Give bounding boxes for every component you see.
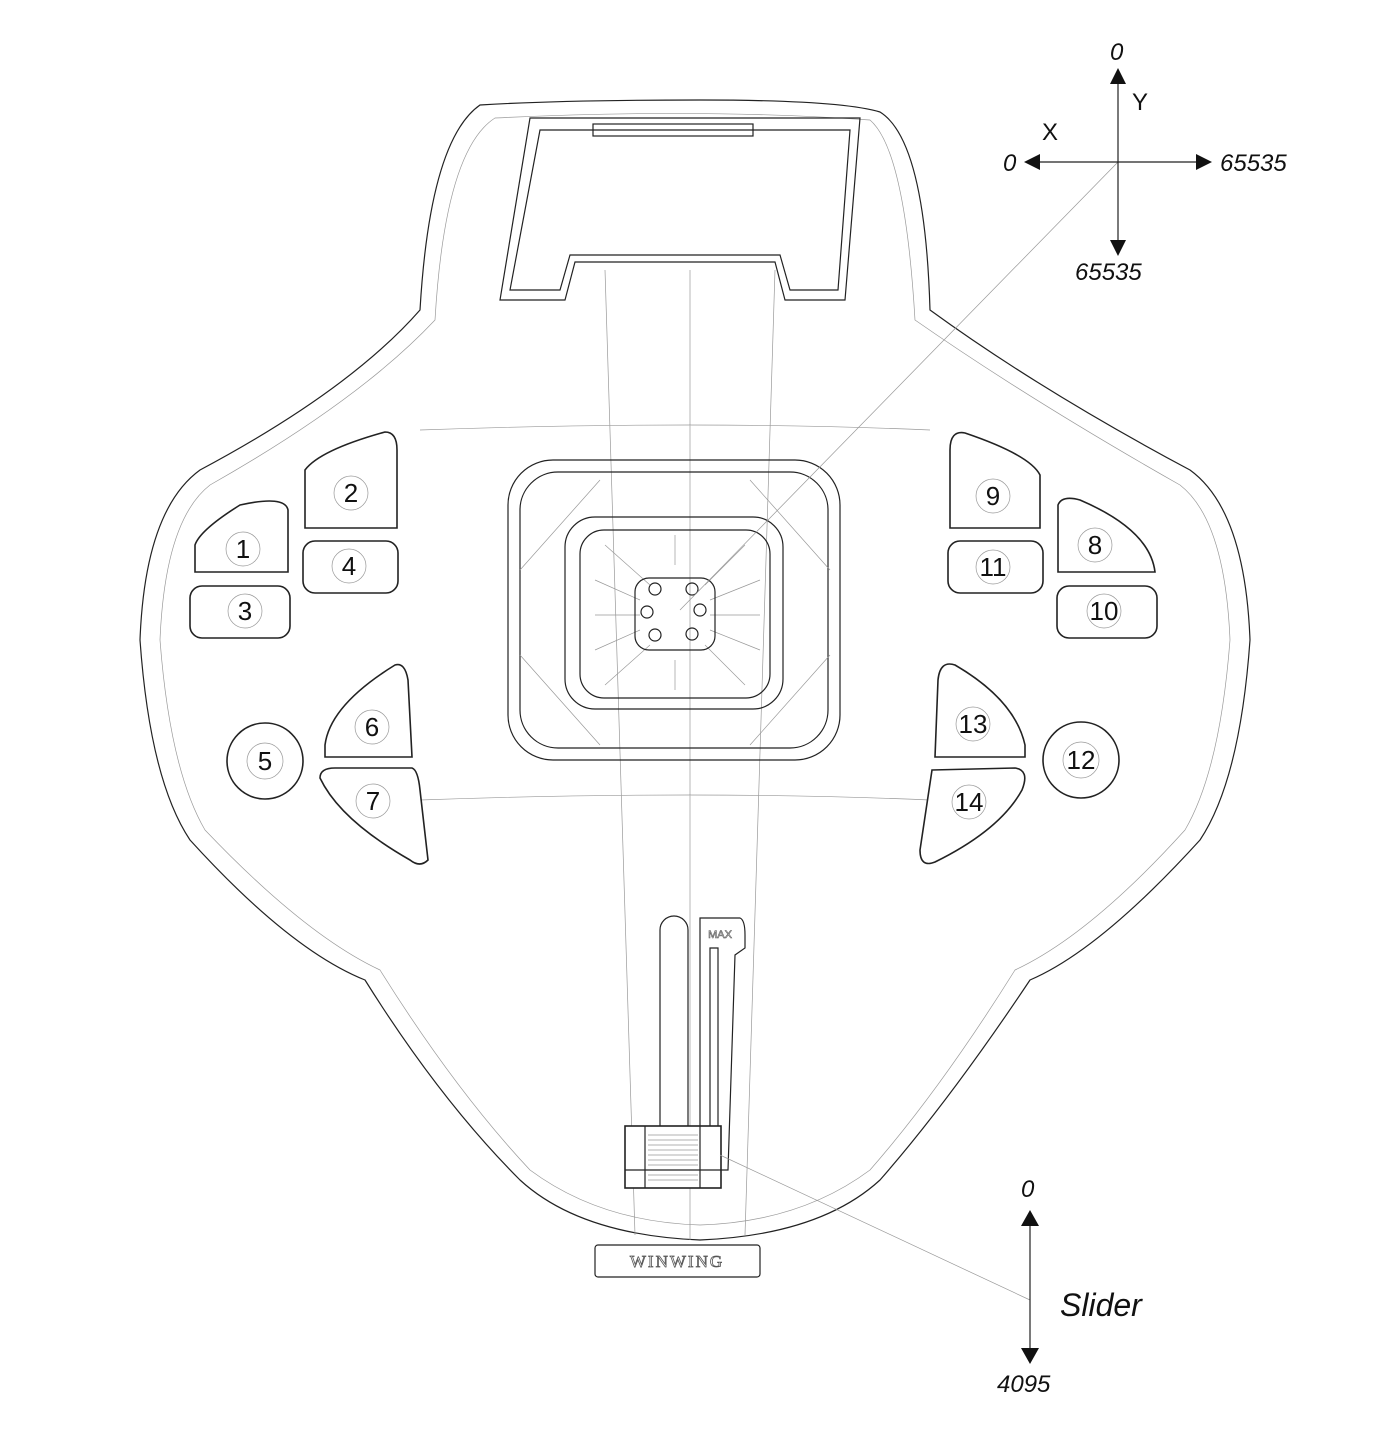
button-1[interactable]: 1: [194, 500, 289, 573]
top-slot: [592, 123, 754, 137]
button-number-label: 3: [238, 596, 252, 626]
button-11[interactable]: 11: [947, 540, 1044, 594]
x-max-label: 65535: [1220, 150, 1287, 177]
thumbstick-cap[interactable]: [634, 577, 716, 651]
arrow-up-icon: [1110, 68, 1126, 84]
button-number-label: 1: [236, 534, 250, 564]
y-axis-label: Y: [1132, 89, 1148, 116]
button-5[interactable]: 5: [226, 722, 304, 800]
y-max-label: 65535: [1075, 259, 1142, 286]
button-number-label: 6: [365, 712, 379, 742]
thumbstick-spokes: [519, 479, 831, 746]
slider-min-label: 0: [1021, 1176, 1035, 1203]
arrow-up-icon: [1021, 1210, 1039, 1226]
button-number-label: 9: [986, 481, 1000, 511]
button-2[interactable]: 2: [304, 431, 398, 529]
button-6[interactable]: 6: [324, 663, 413, 758]
controller-body-inner: [159, 113, 1231, 1226]
xy-leader-line: [679, 161, 1119, 611]
slider-axis-label: Slider: [1060, 1287, 1143, 1323]
thumbstick-socket: [564, 516, 784, 710]
slider-track: [659, 915, 689, 1147]
thumbstick-housing-inner: [519, 471, 829, 749]
arrow-down-icon: [1021, 1348, 1039, 1364]
button-number-label: 14: [955, 787, 984, 817]
brand-logo: WINWING: [630, 1252, 724, 1271]
arrow-right-icon: [1196, 154, 1212, 170]
button-number-label: 8: [1088, 530, 1102, 560]
button-3[interactable]: 3: [189, 585, 291, 639]
y-min-label: 0: [1110, 39, 1124, 66]
arrow-left-icon: [1024, 154, 1040, 170]
button-number-label: 12: [1067, 745, 1096, 775]
thumbstick-cap-holes: [640, 582, 707, 642]
button-number-label: 4: [342, 551, 356, 581]
slider-axis-legend: 0 Slider 4095: [997, 1176, 1143, 1398]
button-10[interactable]: 10: [1056, 585, 1158, 639]
button-13[interactable]: 13: [934, 663, 1026, 758]
x-min-label: 0: [1003, 150, 1017, 177]
surface-contour-lines: [419, 269, 931, 1240]
button-7[interactable]: 7: [319, 767, 429, 865]
brand-plate: [594, 1244, 761, 1278]
top-bracket: [499, 117, 861, 301]
button-number-label: 7: [366, 786, 380, 816]
button-number-label: 11: [980, 552, 1007, 582]
button-number-label: 13: [959, 709, 988, 739]
button-number-label: 2: [344, 478, 358, 508]
button-number-label: 5: [258, 746, 272, 776]
button-9[interactable]: 9: [949, 431, 1041, 529]
controller-body-outline: [139, 99, 1251, 1241]
xy-axis-legend: 0 Y X 0 65535 65535: [1003, 39, 1287, 286]
thumbstick-housing: [507, 459, 841, 761]
slider-max-marking: MAX: [708, 929, 733, 941]
arrow-down-icon: [1110, 240, 1126, 256]
x-axis-label: X: [1042, 119, 1058, 146]
button-14[interactable]: 14: [919, 767, 1026, 865]
slider-scale: [699, 917, 746, 1171]
slider-knob[interactable]: [624, 1125, 722, 1189]
thumbstick-socket-inner: [579, 529, 771, 699]
button-8[interactable]: 8: [1057, 497, 1156, 573]
slider-leader-line: [719, 1154, 1031, 1301]
button-4[interactable]: 4: [302, 540, 399, 594]
button-number-label: 10: [1090, 596, 1119, 626]
button-12[interactable]: 12: [1042, 721, 1120, 799]
slider-max-label: 4095: [997, 1371, 1051, 1398]
